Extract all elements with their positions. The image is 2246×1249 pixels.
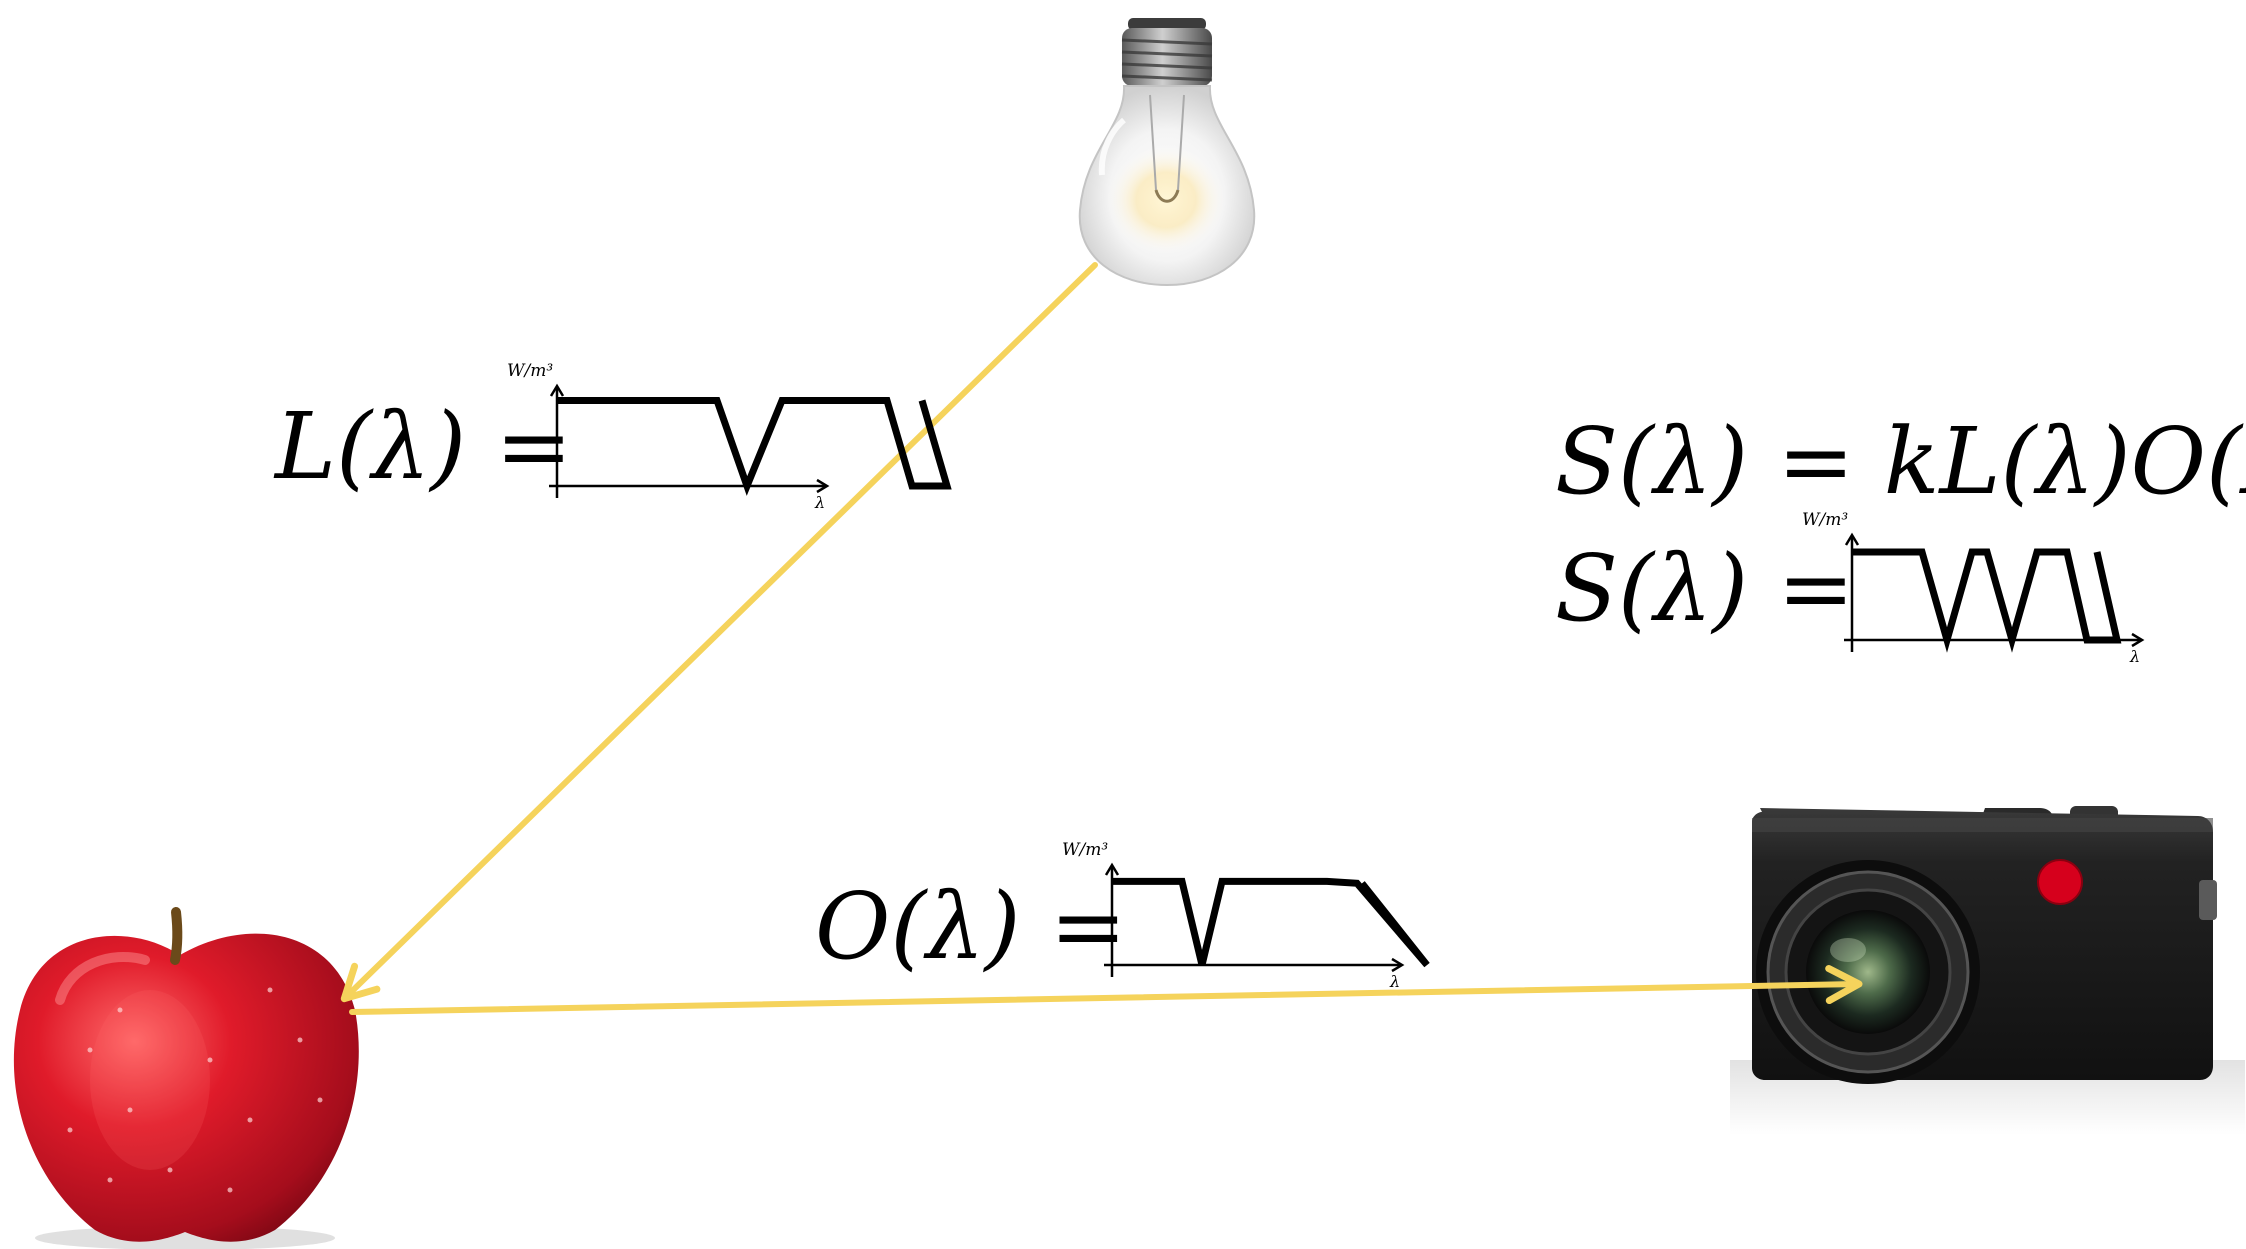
y-unit-label: W/m³: [1062, 840, 1108, 860]
incident-light-ray: [340, 262, 1098, 1003]
sensor-spectrum-plot: W/m³ λ: [1802, 510, 2145, 666]
x-axis-arrow: [1391, 957, 1405, 973]
y-unit-label: W/m³: [507, 361, 553, 381]
object-reflectance-label: O(λ) =: [815, 873, 1127, 980]
apple-icon: [13, 907, 359, 1249]
y-axis-arrow: [1844, 532, 1860, 546]
object-reflectance-plot: W/m³ λ: [1062, 840, 1430, 991]
light-bulb-icon: [1078, 18, 1256, 287]
x-axis-label: λ: [814, 493, 825, 512]
sensor-spectrum-label: S(λ) =: [1555, 535, 1854, 642]
object-reflectance-equation: O(λ) = W/m³ λ: [815, 840, 1430, 991]
light-spectrum-equation: L(λ) = W/m³ λ: [273, 361, 952, 512]
y-unit-label: W/m³: [1802, 510, 1848, 530]
sensor-spectrum-equation: S(λ) = W/m³ λ: [1555, 510, 2145, 666]
camera-icon: [1730, 806, 2245, 1135]
x-axis-arrow: [2131, 632, 2145, 648]
x-axis-label: λ: [1389, 972, 1400, 991]
spectrum-curve: [1113, 877, 1430, 968]
x-axis-label: λ: [2129, 647, 2140, 666]
spectrum-curve: [1853, 548, 2122, 653]
light-spectrum-plot: W/m³ λ: [507, 361, 952, 512]
y-axis-arrow: [1104, 862, 1120, 876]
x-axis-arrow: [816, 478, 830, 494]
spectrum-curve: [558, 397, 952, 496]
light-spectrum-label: L(λ) =: [273, 393, 573, 500]
y-axis-arrow: [549, 383, 565, 397]
reflected-light-ray: [349, 965, 1863, 1015]
sensor-response-formula: S(λ) = kL(λ)O(λ): [1555, 408, 2246, 515]
